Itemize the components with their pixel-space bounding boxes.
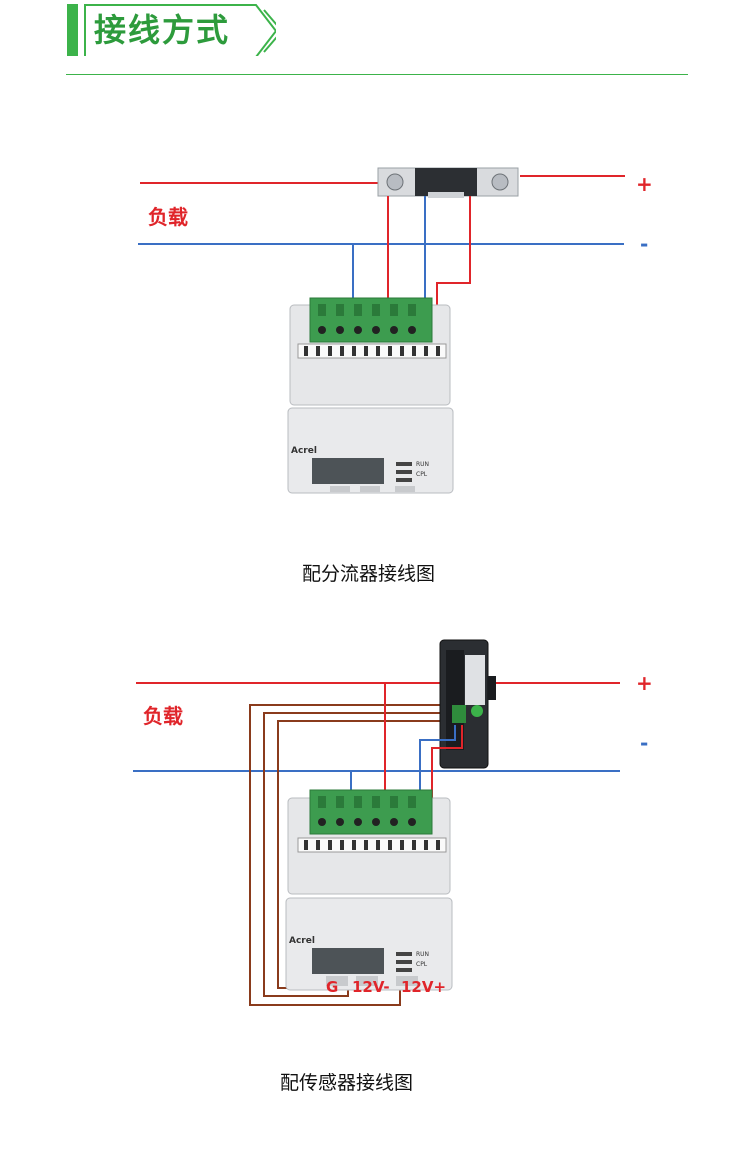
header-accent-bar [67,4,78,56]
page-title: 接线方式 [94,11,231,49]
meter-led-run-2: RUN [416,951,430,958]
header-badge-frame [84,4,276,56]
terminal-12v-minus-label: 12V- [352,978,390,996]
terminal-g-label: G [326,978,339,996]
meter-led-cpl-1: CPL [416,471,428,478]
header-divider [66,74,688,75]
signal-wire-1 [249,704,440,1006]
meter-led-cpl-2: CPL [416,961,428,968]
plus-label-2: + [636,671,653,695]
meter-2 [285,789,453,991]
caption-sensor-wiring: 配传感器接线图 [280,1072,414,1094]
plus-label-1: + [636,172,653,196]
meter-1 [287,297,454,494]
minus-label-1: - [640,232,649,256]
meter-brand-1: Acrel [291,446,317,456]
signal-wire-2 [263,712,440,997]
load-label-2: 负载 [143,704,183,728]
meter-led-run-1: RUN [416,461,430,468]
minus-label-2: - [640,731,649,755]
caption-shunt-wiring: 配分流器接线图 [302,563,436,585]
shunt-resistor [377,167,519,198]
meter-brand-2: Acrel [289,936,315,946]
hall-current-sensor [439,639,496,769]
terminal-12v-plus-label: 12V+ [401,978,447,996]
load-label-1: 负载 [148,205,188,229]
